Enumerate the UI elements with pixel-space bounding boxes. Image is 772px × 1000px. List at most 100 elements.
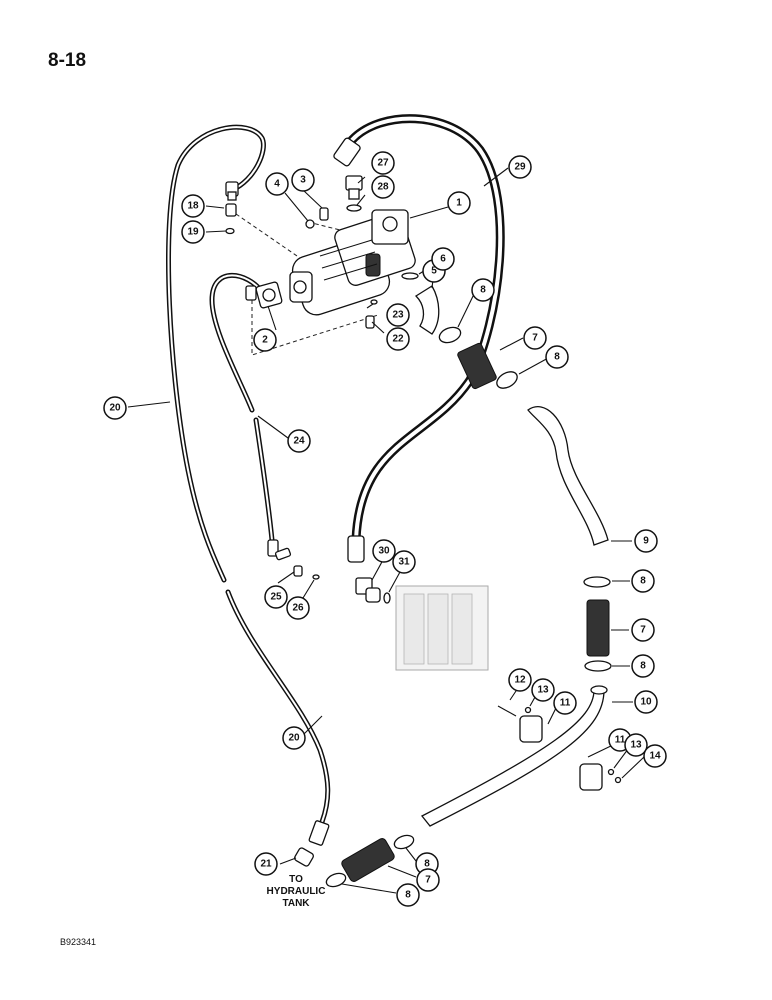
svg-text:8: 8: [424, 859, 430, 870]
svg-text:2: 2: [262, 335, 268, 346]
svg-text:10: 10: [640, 697, 652, 708]
svg-text:27: 27: [377, 158, 389, 169]
bracket-11-right: [579, 763, 603, 791]
callout-1: 1: [447, 191, 471, 215]
hose-29-top-fitting: [333, 137, 361, 167]
alignment-guide-bottom: [251, 300, 379, 356]
bolt-12: [497, 705, 517, 717]
callout-8-lower-left: 8: [396, 883, 420, 907]
svg-text:HYDRAULIC: HYDRAULIC: [267, 886, 326, 897]
svg-text:23: 23: [392, 310, 404, 321]
callout-14: 14: [643, 744, 667, 768]
svg-text:26: 26: [292, 603, 304, 614]
callout-8-right-bottom: 8: [631, 654, 655, 678]
washer-4: [305, 219, 315, 229]
callout-11-left: 11: [553, 691, 577, 715]
callout-3: 3: [291, 168, 315, 192]
svg-text:7: 7: [532, 333, 538, 344]
callout-10: 10: [634, 690, 658, 714]
fitting-21: [294, 847, 314, 867]
control-valve: [395, 585, 489, 671]
callout-6: 6: [431, 247, 455, 271]
hose-24: [209, 272, 275, 543]
callout-24: 24: [287, 429, 311, 453]
clamp-8-upper: [438, 326, 462, 344]
o-ring-6: [401, 272, 419, 280]
tank-label: TO HYDRAULIC TANK: [267, 874, 326, 909]
callout-28: 28: [371, 175, 395, 199]
tube-10: [420, 689, 605, 827]
svg-text:TANK: TANK: [282, 898, 310, 909]
fitting-18: [225, 203, 237, 217]
clamp-8-right-top: [583, 576, 611, 588]
fitting-25: [293, 565, 303, 577]
svg-text:19: 19: [187, 227, 199, 238]
callout-13-left: 13: [531, 678, 555, 702]
callout-25: 25: [264, 585, 288, 609]
svg-text:11: 11: [615, 735, 626, 746]
svg-text:29: 29: [514, 162, 526, 173]
hose-29: [347, 114, 505, 545]
o-ring-28: [346, 204, 362, 212]
hose-20-ferrule: [308, 820, 330, 846]
svg-text:8: 8: [480, 285, 486, 296]
svg-text:22: 22: [392, 334, 404, 345]
svg-text:9: 9: [643, 536, 649, 547]
svg-text:18: 18: [187, 201, 199, 212]
callout-7-right: 7: [631, 618, 655, 642]
svg-text:8: 8: [640, 576, 646, 587]
alignment-guide-top: [307, 221, 341, 231]
callout-8-mid: 8: [545, 345, 569, 369]
o-ring-23: [370, 299, 378, 305]
hose-7-lower: [341, 838, 395, 882]
svg-text:25: 25: [270, 592, 282, 603]
hose-7-right: [586, 599, 610, 657]
svg-text:13: 13: [537, 685, 549, 696]
callout-7-upper: 7: [523, 326, 547, 350]
svg-text:31: 31: [398, 557, 410, 568]
plug-3: [319, 207, 329, 221]
callout-12: 12: [508, 668, 532, 692]
callout-7-lower: 7: [416, 868, 440, 892]
svg-text:8: 8: [405, 890, 411, 901]
callout-8-right-top: 8: [631, 569, 655, 593]
fitting-27: [345, 175, 363, 200]
callout-29: 29: [508, 155, 532, 179]
callout-19: 19: [181, 220, 205, 244]
callout-21: 21: [254, 852, 278, 876]
svg-text:6: 6: [440, 254, 446, 265]
callout-2: 2: [253, 328, 277, 352]
svg-text:14: 14: [649, 751, 661, 762]
hose-20-top-fitting: [225, 181, 239, 201]
hose-29-bottom-fitting: [347, 535, 365, 563]
clamp-8-lower-left: [325, 872, 347, 888]
hydraulic-pump: [289, 209, 416, 316]
svg-text:11: 11: [560, 698, 571, 709]
svg-text:7: 7: [425, 875, 431, 886]
svg-text:28: 28: [377, 182, 389, 193]
callout-13-right: 13: [624, 733, 648, 757]
hose-7-upper: [457, 342, 497, 390]
svg-text:7: 7: [640, 625, 646, 636]
callout-18: 18: [181, 194, 205, 218]
callout-20-left: 20: [103, 396, 127, 420]
svg-text:30: 30: [378, 546, 390, 557]
svg-text:4: 4: [274, 179, 280, 190]
figure-code: B923341: [60, 937, 97, 947]
hose-20: [166, 124, 331, 825]
nut-14: [614, 776, 622, 784]
hose-24-top-fitting: [245, 285, 257, 301]
svg-text:1: 1: [456, 198, 462, 209]
svg-text:3: 3: [300, 175, 306, 186]
callout-23: 23: [386, 303, 410, 327]
callout-8-upper: 8: [471, 278, 495, 302]
page-number: 8-18: [48, 50, 87, 71]
callout-31: 31: [392, 550, 416, 574]
fitting-30: [355, 577, 381, 603]
alignment-guide-left: [235, 213, 301, 259]
callout-26: 26: [286, 596, 310, 620]
bracket-11-left: [519, 715, 543, 743]
callout-22: 22: [386, 327, 410, 351]
washer-13-right: [607, 768, 615, 776]
